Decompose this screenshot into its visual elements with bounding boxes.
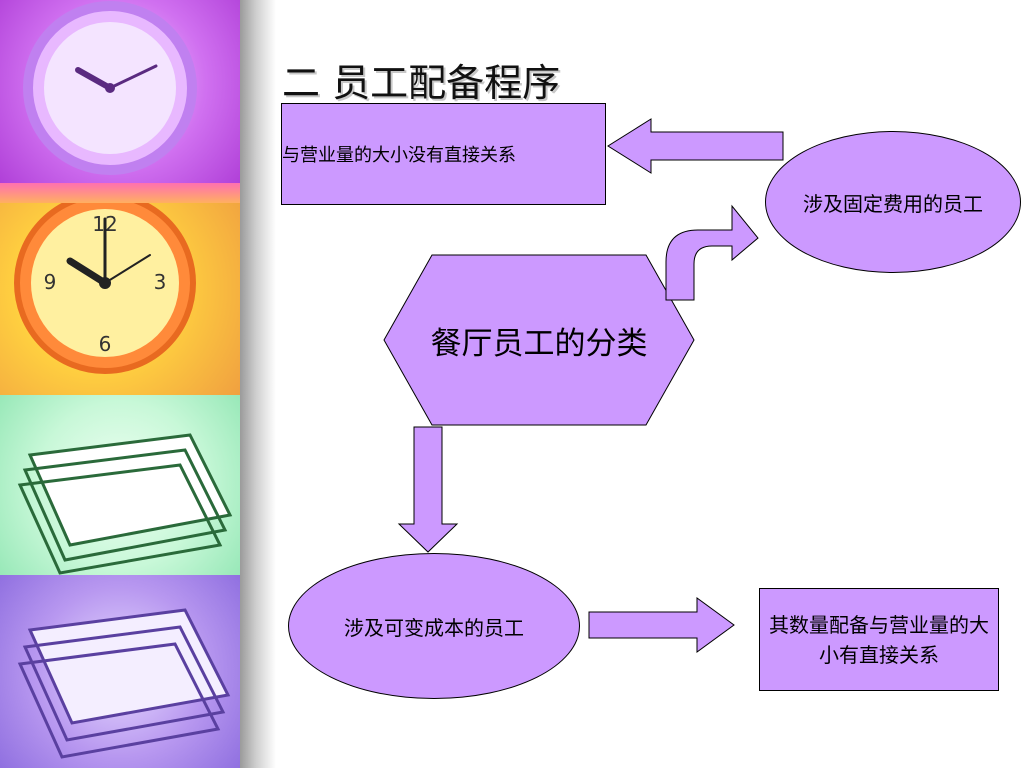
center-hexagon-label: 餐厅员工的分类 xyxy=(430,325,648,362)
fixed-cost-staff-ellipse: 涉及固定费用的员工 xyxy=(765,131,1021,273)
variable-cost-staff-label: 涉及可变成本的员工 xyxy=(344,615,524,640)
svg-text:12: 12 xyxy=(92,212,117,236)
green-papers-panel xyxy=(0,395,240,575)
strip-shadow xyxy=(240,0,276,768)
svg-text:3: 3 xyxy=(154,270,167,294)
center-hexagon xyxy=(383,254,695,426)
arrow-bent-up-right xyxy=(665,204,759,301)
fixed-cost-staff-label: 涉及固定费用的员工 xyxy=(803,191,983,216)
paper-stack-icon xyxy=(17,433,233,575)
purple-clock-panel xyxy=(0,0,240,183)
fixed-cost-relation-box: 与营业量的大小没有直接关系 xyxy=(281,103,606,205)
slide-title: 二 员工配备程序 xyxy=(282,61,561,105)
variable-cost-staff-ellipse: 涉及可变成本的员工 xyxy=(288,553,580,699)
variable-cost-relation-box: 其数量配备与营业量的大小有直接关系 xyxy=(759,588,999,691)
arrow-left xyxy=(607,118,784,174)
svg-text:9: 9 xyxy=(44,270,57,294)
clock-icon xyxy=(23,1,197,175)
yellow-clock-panel: 12 3 6 9 xyxy=(0,183,240,395)
color-band xyxy=(0,183,240,203)
paper-stack-icon xyxy=(17,608,231,759)
decorative-photo-strip: 12 3 6 9 xyxy=(0,0,240,768)
arrow-right xyxy=(588,597,735,653)
arrow-down xyxy=(397,426,459,553)
variable-cost-relation-label: 其数量配备与营业量的大小有直接关系 xyxy=(769,612,989,667)
fixed-cost-relation-label: 与营业量的大小没有直接关系 xyxy=(282,145,516,166)
svg-text:6: 6 xyxy=(99,332,112,356)
violet-papers-panel xyxy=(0,575,240,768)
clock-icon: 12 3 6 9 xyxy=(14,192,196,374)
